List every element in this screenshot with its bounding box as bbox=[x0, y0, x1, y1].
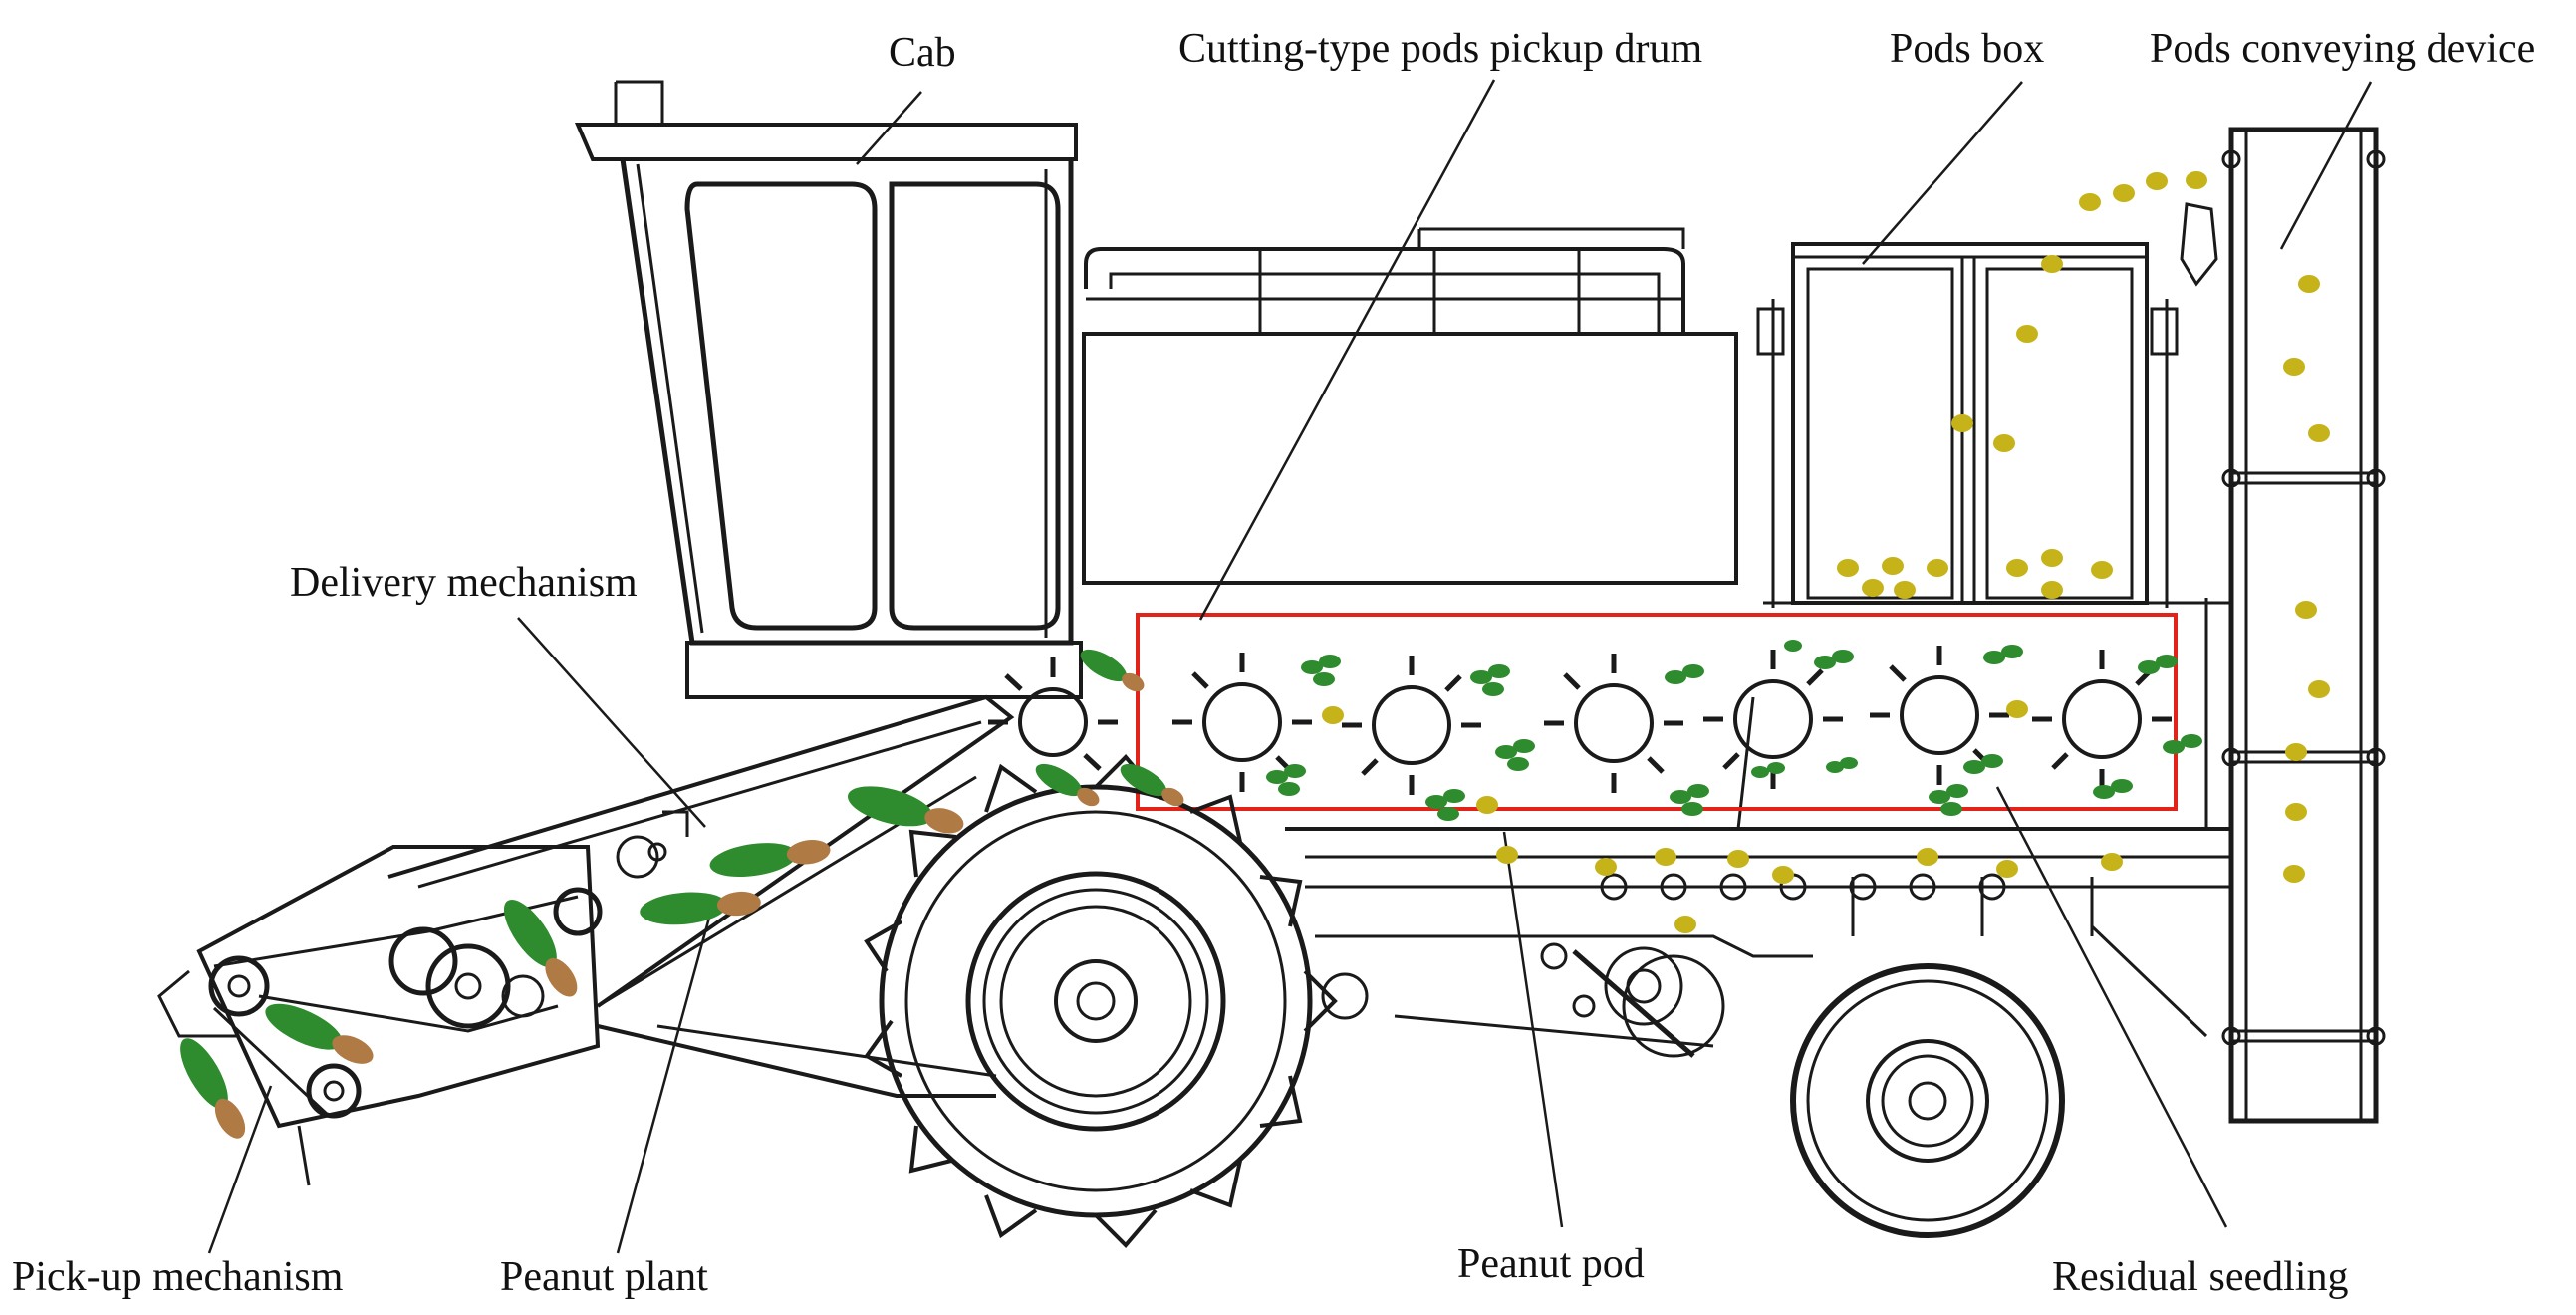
peanut-pods bbox=[1322, 171, 2330, 933]
chassis-part bbox=[1285, 598, 2231, 1058]
label-pickup-drum: Cutting-type pods pickup drum bbox=[1178, 26, 1703, 72]
pickup-mechanism-part bbox=[157, 845, 603, 1186]
peanut-plants bbox=[180, 649, 1184, 1139]
pods-box-part bbox=[1756, 242, 2231, 608]
label-pods-box: Pods box bbox=[1890, 26, 2045, 72]
label-residual-seedling: Residual seedling bbox=[2052, 1254, 2349, 1300]
engine-tank-part bbox=[1082, 227, 1738, 585]
label-delivery: Delivery mechanism bbox=[290, 560, 638, 606]
label-cab: Cab bbox=[889, 30, 956, 76]
pickup-drum-highlight bbox=[1136, 613, 2178, 811]
pickup-drum-rotors bbox=[988, 646, 2172, 795]
leader-lines bbox=[207, 79, 2373, 1254]
label-pickup-mechanism: Pick-up mechanism bbox=[12, 1254, 344, 1300]
rear-wheel-part bbox=[1790, 963, 2065, 1238]
cab-part bbox=[574, 80, 1083, 699]
residual-seedlings bbox=[1266, 640, 2202, 821]
label-peanut-plant: Peanut plant bbox=[500, 1254, 708, 1300]
label-conveying-device: Pods conveying device bbox=[2150, 26, 2536, 72]
front-wheel-part bbox=[864, 754, 1338, 1248]
label-peanut-pod: Peanut pod bbox=[1457, 1241, 1645, 1287]
conveying-device-part bbox=[2180, 127, 2386, 1124]
